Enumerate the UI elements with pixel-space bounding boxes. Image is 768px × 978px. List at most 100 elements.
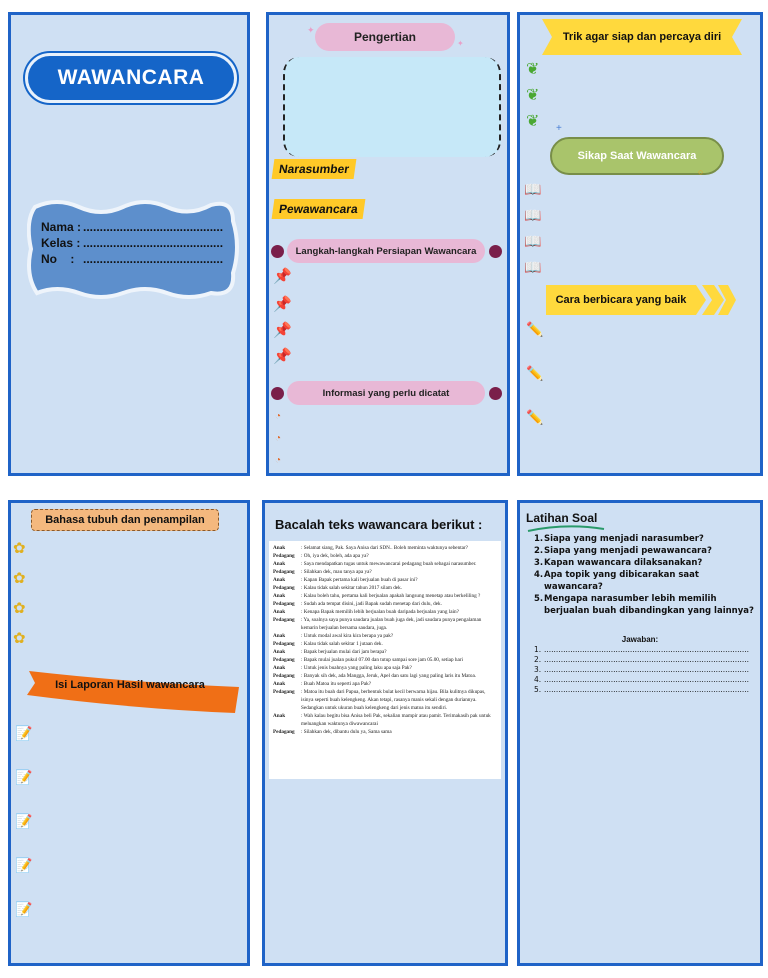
utterance-text: : Ya, soalnya saya punya saudara jualan … [301, 617, 482, 631]
answer-number: 5. [534, 685, 542, 694]
answer-line[interactable]: 3.......................................… [534, 665, 749, 675]
pencil-character-icon: ✏️ [526, 321, 544, 337]
book-icon: 📖 [524, 259, 542, 275]
notepad-icon: 📝 [15, 769, 33, 785]
pewawancara-label: Pewawancara [271, 199, 366, 219]
interview-text-panel: Bacalah teks wawancara berikut : Anak: S… [262, 500, 508, 966]
answer-lines: 1.......................................… [534, 645, 749, 695]
answer-blank: ........................................… [544, 675, 749, 684]
speaker-label: Anak [273, 633, 286, 639]
question-number: 3. [534, 558, 544, 568]
pushpin-icon: 📌 [273, 296, 292, 313]
question-number: 2. [534, 546, 544, 556]
answer-number: 3. [534, 665, 542, 674]
transcript-line: Pedagang: Silahkan dek, dibantu dulu ya,… [273, 728, 497, 736]
speaker-label: Pedagang [273, 617, 295, 623]
utterance-text: : Kalau tidak salah sekitar tahun 2017 s… [301, 585, 402, 591]
transcript-line: Pedagang: Banyak sih dek, ada Mangga, Je… [273, 672, 497, 680]
transcript-line: Pedagang: Silahkan dek, mau tanya apa ya… [273, 568, 497, 576]
transcript-line: Pedagang: Oh, iya dek, boleh, ada apa ya… [273, 552, 497, 560]
utterance-text: : Bapak berjualan mulai dari jam berapa? [301, 649, 387, 655]
transcript-line: Pedagang : Bapak mulai jualan pukul 07.00… [273, 656, 497, 664]
trik-heading: Trik agar siap dan percaya diri [562, 31, 722, 43]
field-label: No : [41, 252, 75, 266]
speaker-label: Pedagang [273, 729, 295, 735]
field-no[interactable]: No : ...................................… [41, 251, 231, 267]
flower-icon: ✿ [13, 630, 26, 647]
speaker-label: Anak [273, 609, 286, 615]
cover-panel: WAWANCARA Nama : .......................… [8, 12, 250, 476]
field-dots: ........................................… [83, 252, 223, 266]
answer-heading: Jawaban: [621, 635, 659, 644]
transcript-line: Pedagang: Matoa itu buah dari Papua, ber… [273, 688, 497, 712]
pengertian-heading: Pengertian [315, 23, 455, 51]
utterance-text: : Kenapa Bapak memilih lebih berjualan b… [301, 609, 459, 615]
speaker-label: Pedagang [273, 689, 295, 695]
speaker-label: Anak [273, 561, 286, 567]
bullet-dot-icon [489, 245, 502, 258]
pin-marker-icon: ◔ [275, 433, 282, 444]
transcript-line: Pedagang: Kalau tidak salah sekitar tahu… [273, 584, 497, 592]
definition-box [283, 57, 501, 157]
utterance-text: : Selamat siang, Pak. Saya Anisa dari SD… [301, 545, 468, 551]
utterance-text: : Kapan Bapak pertama kali berjualan bua… [301, 577, 418, 583]
book-icon: 📖 [524, 207, 542, 223]
speaker-label: Pedagang [273, 657, 295, 663]
question-number: 1. [534, 534, 544, 544]
speaker-label: Anak [273, 713, 286, 719]
utterance-text: : Saya mendapatkan tugas untuk mewawanca… [301, 561, 477, 567]
trik-ribbon [542, 19, 742, 55]
answer-line[interactable]: 1.......................................… [534, 645, 749, 655]
utterance-text: : Kalau tidak salah sekitar 1 jutaan dek… [301, 641, 383, 647]
question-text: Mengapa narasumber lebih memilih berjual… [544, 594, 754, 616]
tips-panel: Trik agar siap dan percaya diri ❦ ❦ ❦ + … [517, 12, 763, 476]
langkah-heading: Langkah-langkah Persiapan Wawancara [287, 239, 485, 263]
body-language-panel: Bahasa tubuh dan penampilan ✿ ✿ ✿ ✿ Isi … [8, 500, 250, 966]
bullet-dot-icon [271, 387, 284, 400]
bullet-dot-icon [271, 245, 284, 258]
sparkle-icon: ✦ [457, 39, 464, 48]
pushpin-icon: 📌 [273, 322, 292, 339]
answer-line[interactable]: 5.......................................… [534, 685, 749, 695]
utterance-text: : Untuk jenis buahnya yang paling laku a… [301, 665, 412, 671]
cara-heading: Cara berbicara yang baik [555, 294, 687, 306]
answer-number: 4. [534, 675, 542, 684]
transcript-line: Anak: Buah Matoa itu seperti apa Pak? [273, 680, 497, 688]
plus-sparkle-icon: + [556, 123, 562, 134]
utterance-text: : Sudah ada tempat disini, jadi Bapak su… [301, 601, 442, 607]
pin-marker-icon: ◔ [275, 411, 282, 422]
field-label: Nama : [41, 220, 82, 234]
notepad-icon: 📝 [15, 901, 33, 917]
utterance-text: : Bapak mulai jualan pukul 07.00 dan tut… [301, 657, 463, 663]
question-number: 5. [534, 594, 544, 604]
bahasa-heading: Bahasa tubuh dan penampilan [31, 509, 219, 531]
id-fields: Nama : .................................… [41, 219, 231, 267]
isi-banner [27, 671, 239, 713]
interview-transcript: Anak : Selamat siang, Pak. Saya Anisa dar… [269, 541, 501, 779]
transcript-line: Anak : Bapak berjualan mulai dari jam ber… [273, 648, 497, 656]
speaker-label: Anak [273, 649, 286, 655]
answer-line[interactable]: 2.......................................… [534, 655, 749, 665]
pencil-character-icon: ✏️ [526, 409, 544, 425]
isi-heading: Isi Laporan Hasil wawancara [55, 679, 205, 691]
notepad-icon: 📝 [15, 725, 33, 741]
answer-line[interactable]: 4.......................................… [534, 675, 749, 685]
field-dots: ........................................… [83, 220, 223, 234]
exercise-panel: Latihan Soal 1.Siapa yang menjadi narasu… [517, 500, 763, 966]
field-label: Kelas : [41, 236, 81, 250]
answer-blank: ........................................… [544, 645, 749, 654]
question-item: 4.Apa topik yang dibicarakan saat wawanc… [534, 569, 756, 593]
utterance-text: : Oh, iya dek, boleh, ada apa ya? [301, 553, 369, 559]
field-kelas[interactable]: Kelas : ................................… [41, 235, 231, 251]
speaker-label: Anak [273, 593, 286, 599]
speaker-label: Pedagang [273, 569, 295, 575]
transcript-line: Anak: Untuk jenis buahnya yang paling la… [273, 664, 497, 672]
speaker-label: Pedagang [273, 601, 295, 607]
question-text: Siapa yang menjadi pewawancara? [544, 546, 712, 556]
field-nama[interactable]: Nama : .................................… [41, 219, 231, 235]
speaker-label: Anak [273, 577, 286, 583]
transcript-line: Anak : Saya mendapatkan tugas untuk mewaw… [273, 560, 497, 568]
definition-panel: ✦ ✦ Pengertian Narasumber Pewawancara La… [266, 12, 510, 476]
transcript-line: Anak : Kapan Bapak pertama kali berjualan… [273, 576, 497, 584]
leaf-icon: ❦ [526, 61, 540, 78]
